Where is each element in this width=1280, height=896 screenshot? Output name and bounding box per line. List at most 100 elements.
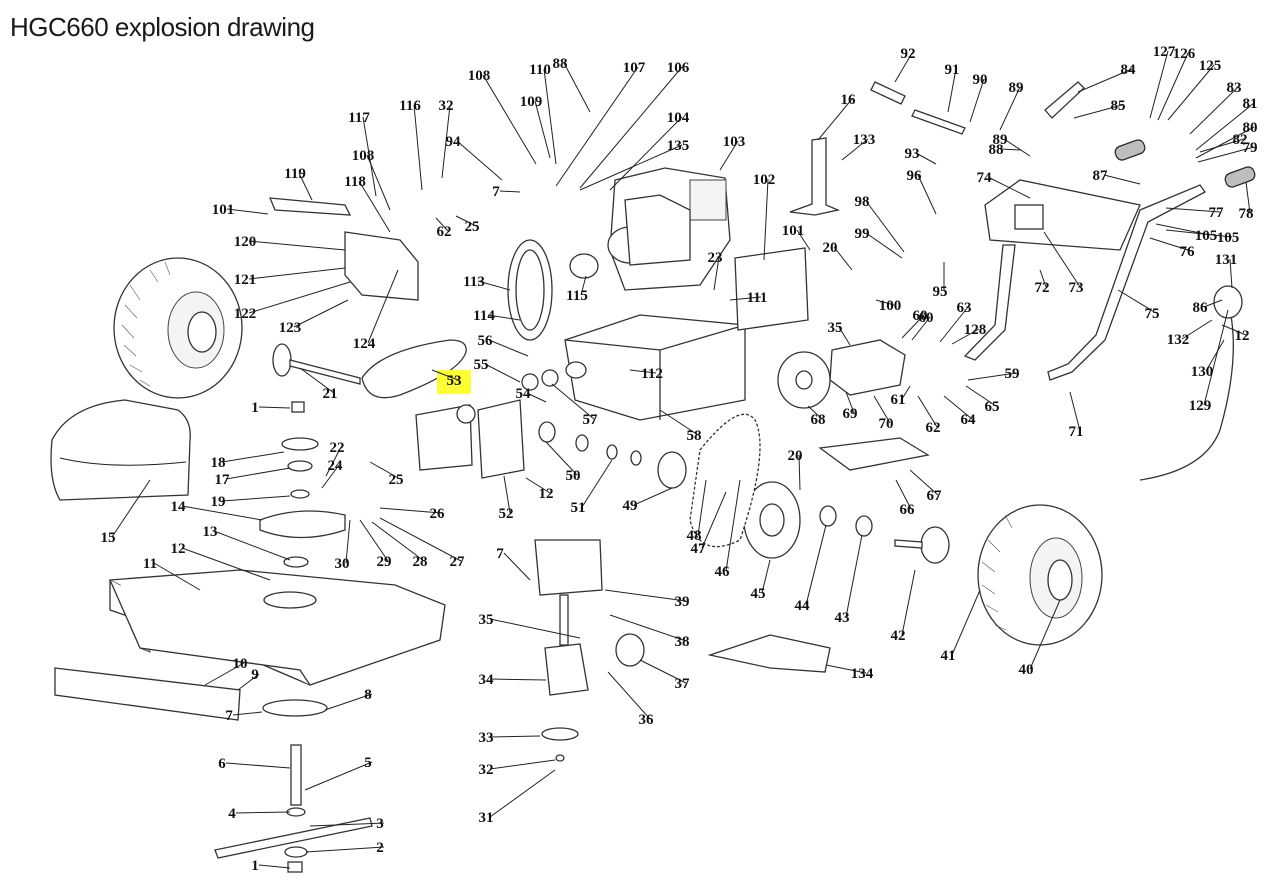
leader-line-9	[237, 673, 260, 691]
callout-111: 111	[747, 290, 768, 306]
callout-124: 124	[353, 336, 376, 352]
callout-57: 57	[583, 412, 599, 428]
leader-line-77	[1165, 207, 1221, 213]
callout-80: 80	[1243, 120, 1258, 136]
left-wheel	[113, 257, 243, 399]
callout-20: 20	[788, 448, 803, 464]
leader-line-94	[456, 140, 503, 181]
leader-line-42	[901, 569, 916, 636]
callout-79: 79	[1243, 140, 1258, 156]
callout-106: 106	[667, 60, 690, 76]
leader-line-121	[248, 267, 346, 280]
leader-line-78	[1245, 181, 1251, 214]
plate-52	[477, 399, 525, 479]
mower-deck	[108, 569, 446, 686]
leader-line-65	[965, 385, 997, 407]
leader-line-18	[221, 451, 285, 463]
leader-line-85	[1073, 104, 1123, 119]
leader-line-108	[366, 154, 391, 211]
callout-60: 60	[919, 310, 934, 326]
callout-25: 25	[389, 472, 404, 488]
callout-122: 122	[234, 306, 257, 322]
leader-line-5	[304, 761, 373, 791]
callout-40: 40	[1019, 662, 1034, 678]
leader-line-122	[248, 281, 351, 314]
callout-64: 64	[961, 412, 977, 428]
leader-line-39	[604, 589, 687, 602]
callout-1: 1	[251, 400, 259, 416]
leader-line-103	[719, 140, 739, 171]
hub-49	[657, 451, 687, 489]
callout-65: 65	[985, 399, 1000, 415]
callout-67: 67	[927, 488, 943, 504]
leader-line-62	[917, 395, 938, 428]
callout-43: 43	[835, 610, 850, 626]
chain-46	[689, 413, 761, 548]
leader-line-58	[659, 409, 699, 436]
callout-46: 46	[715, 564, 731, 580]
grip-78	[1224, 166, 1256, 188]
callout-75: 75	[1145, 306, 1160, 322]
callout-69: 69	[843, 406, 858, 422]
callout-128: 128	[964, 322, 987, 338]
lever-84	[1044, 81, 1085, 119]
callout-7: 7	[496, 546, 504, 562]
callout-23: 23	[708, 250, 723, 266]
callout-18: 18	[211, 455, 226, 471]
callout-101: 101	[212, 202, 235, 218]
callout-26: 26	[430, 506, 446, 522]
callout-48: 48	[687, 528, 702, 544]
callout-28: 28	[413, 554, 428, 570]
leader-line-51	[581, 459, 613, 508]
leader-line-26	[379, 507, 442, 514]
callout-17: 17	[215, 472, 231, 488]
leader-line-108	[482, 74, 537, 165]
leader-line-40	[1029, 599, 1061, 670]
plate-111	[734, 247, 809, 331]
leader-line-7	[232, 711, 263, 716]
gearbox-housing	[564, 314, 746, 421]
leader-line-62	[435, 217, 449, 232]
callout-120: 120	[234, 234, 257, 250]
leader-line-131	[1229, 258, 1233, 289]
callout-88: 88	[553, 56, 568, 72]
leader-line-25	[455, 215, 477, 227]
leader-line-29	[359, 519, 389, 562]
leader-line-7	[503, 552, 531, 581]
callout-38: 38	[675, 634, 690, 650]
callout-135: 135	[667, 138, 690, 154]
leader-line-100	[875, 299, 895, 306]
callout-74: 74	[977, 170, 993, 186]
leader-line-110	[543, 68, 557, 165]
callout-130: 130	[1191, 364, 1214, 380]
callout-86: 86	[1193, 300, 1209, 316]
leader-line-98	[865, 200, 905, 253]
plate-58	[415, 404, 473, 471]
callout-77: 77	[1209, 205, 1225, 221]
callout-93: 93	[905, 146, 920, 162]
drive-belt	[361, 339, 467, 399]
callout-102: 102	[753, 172, 776, 188]
leader-line-105	[1155, 223, 1211, 236]
leader-line-120	[248, 240, 346, 251]
leader-line-64	[943, 395, 973, 420]
callout-16: 16	[841, 92, 857, 108]
callout-133: 133	[853, 132, 876, 148]
leader-line-1	[258, 406, 291, 409]
callout-100: 100	[879, 298, 902, 314]
leader-line-63	[939, 306, 969, 343]
leader-line-60	[901, 314, 925, 339]
leader-line-125	[1167, 64, 1215, 121]
leader-line-33	[489, 735, 541, 738]
leader-line-22	[325, 446, 342, 477]
callout-121: 121	[234, 272, 257, 288]
callout-116: 116	[399, 98, 421, 114]
rod-92	[870, 81, 906, 105]
callout-103: 103	[723, 134, 746, 150]
callout-108: 108	[352, 148, 375, 164]
leader-line-86	[1203, 299, 1223, 308]
leader-line-66	[895, 479, 912, 510]
callout-6: 6	[218, 756, 226, 772]
callout-72: 72	[1035, 280, 1050, 296]
